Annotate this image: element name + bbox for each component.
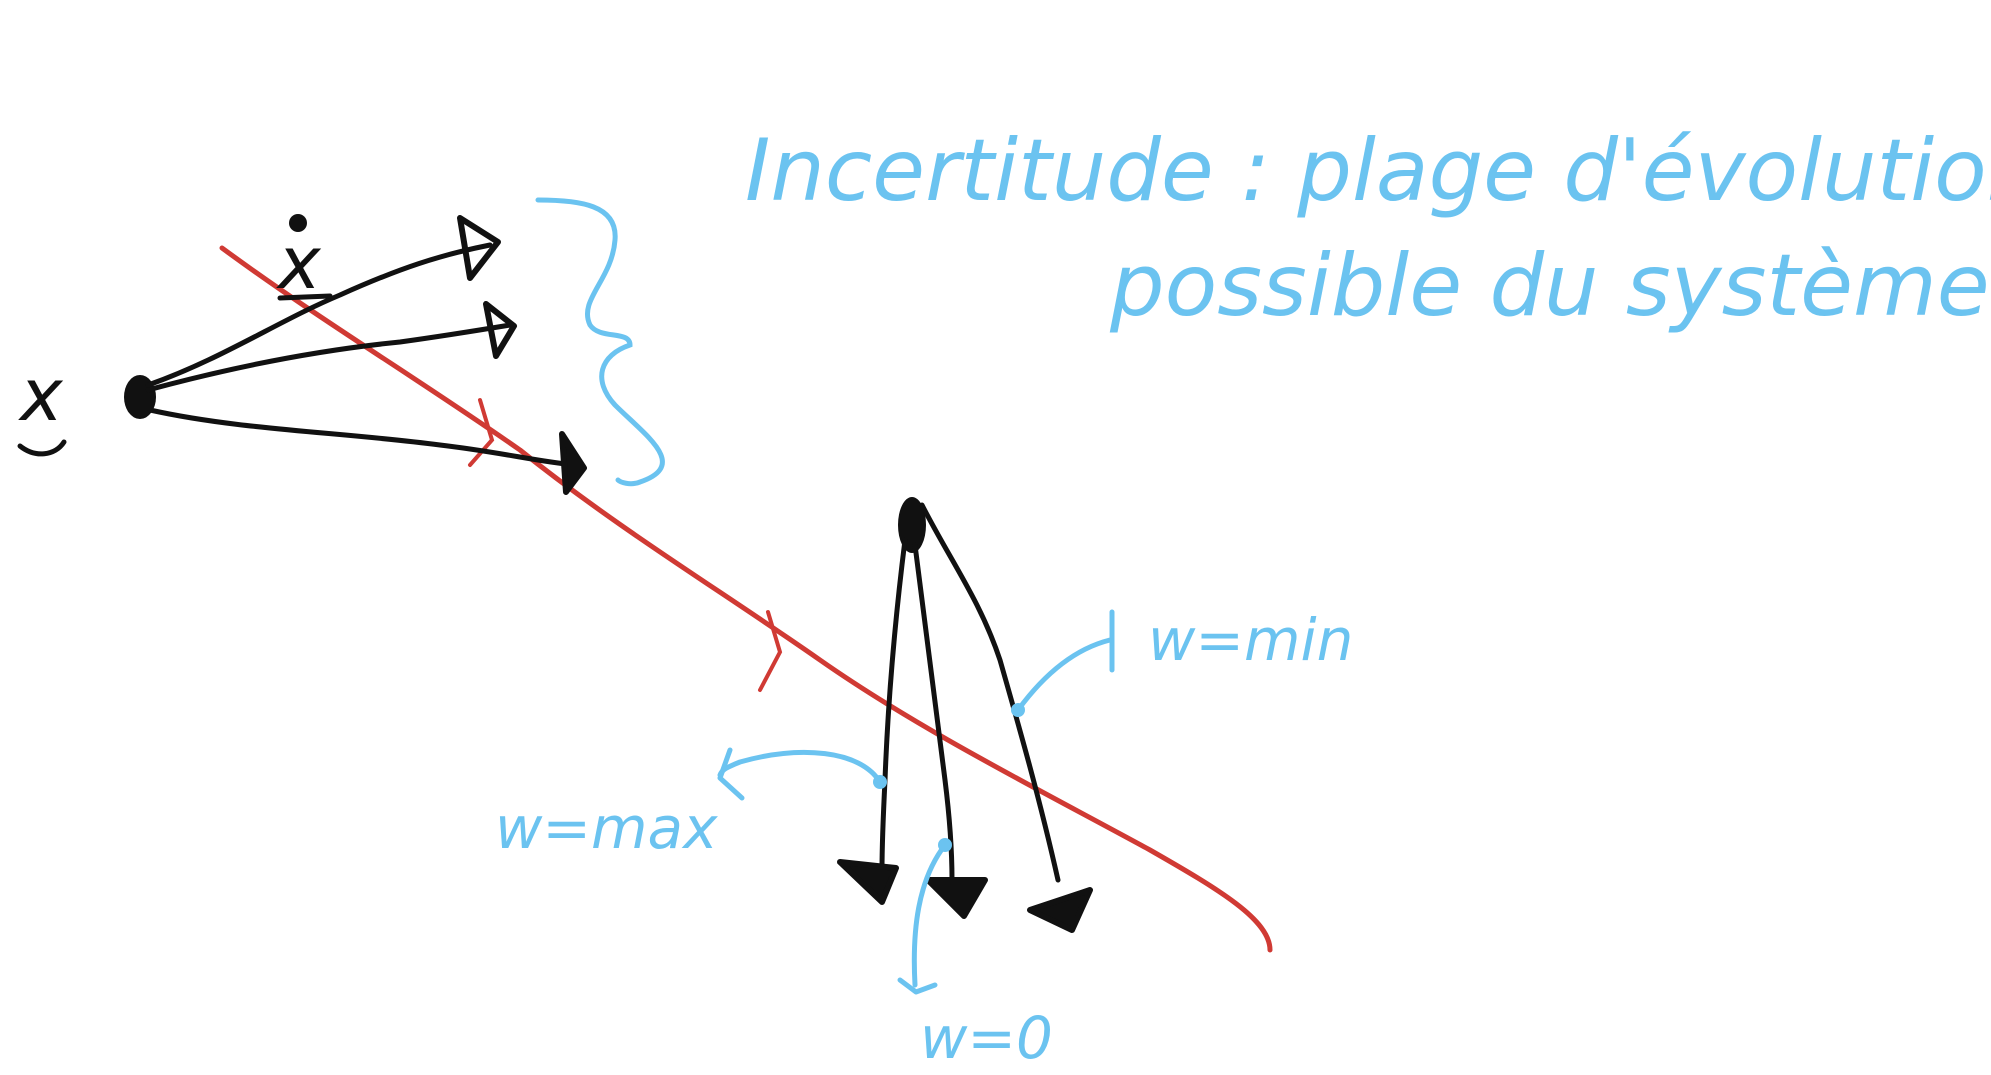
arrow-icon xyxy=(457,215,501,281)
arrow-icon xyxy=(1027,887,1093,933)
curly-brace-icon xyxy=(535,197,665,487)
arrow-icon xyxy=(837,859,899,905)
title-line-2: possible du système xyxy=(1109,236,1990,336)
variable-x-dot: x xyxy=(276,214,333,305)
trajectory-lower xyxy=(147,407,578,468)
underline-tilde xyxy=(17,439,67,457)
arrow-icon xyxy=(559,431,587,495)
arrow-icon xyxy=(483,301,517,359)
pointer-w-max xyxy=(717,749,883,785)
title-line-1: Incertitude : plage d'évolutions xyxy=(745,121,1991,221)
arrow-icon xyxy=(897,977,938,995)
label-w-min: w=min xyxy=(1148,606,1353,674)
surface-tick-upper xyxy=(468,398,495,467)
trajectory-middle xyxy=(145,322,513,393)
state-derivative-label: x xyxy=(276,221,322,305)
surface-line xyxy=(219,245,1273,953)
trajectory-middle-right xyxy=(912,542,955,883)
trajectory-upper xyxy=(145,242,493,388)
left-trajectory-group xyxy=(124,215,587,495)
derivative-dot xyxy=(289,214,307,232)
variable-x: x xyxy=(17,353,67,457)
underline-bar xyxy=(277,293,333,301)
right-trajectory-group xyxy=(837,497,1093,933)
surface-tick-lower xyxy=(758,610,783,692)
label-w-zero: w=0 xyxy=(920,1004,1053,1072)
trajectory-left xyxy=(879,537,908,873)
pointer-w-min xyxy=(1015,637,1113,713)
arrow-icon xyxy=(717,747,745,801)
pointer-w-zero xyxy=(911,842,948,988)
arrow-icon xyxy=(925,877,988,919)
label-w-max: w=max xyxy=(495,794,718,862)
annotation-pointers xyxy=(717,609,1115,995)
state-variable-label: x xyxy=(18,353,64,437)
trajectory-right xyxy=(919,502,1061,883)
